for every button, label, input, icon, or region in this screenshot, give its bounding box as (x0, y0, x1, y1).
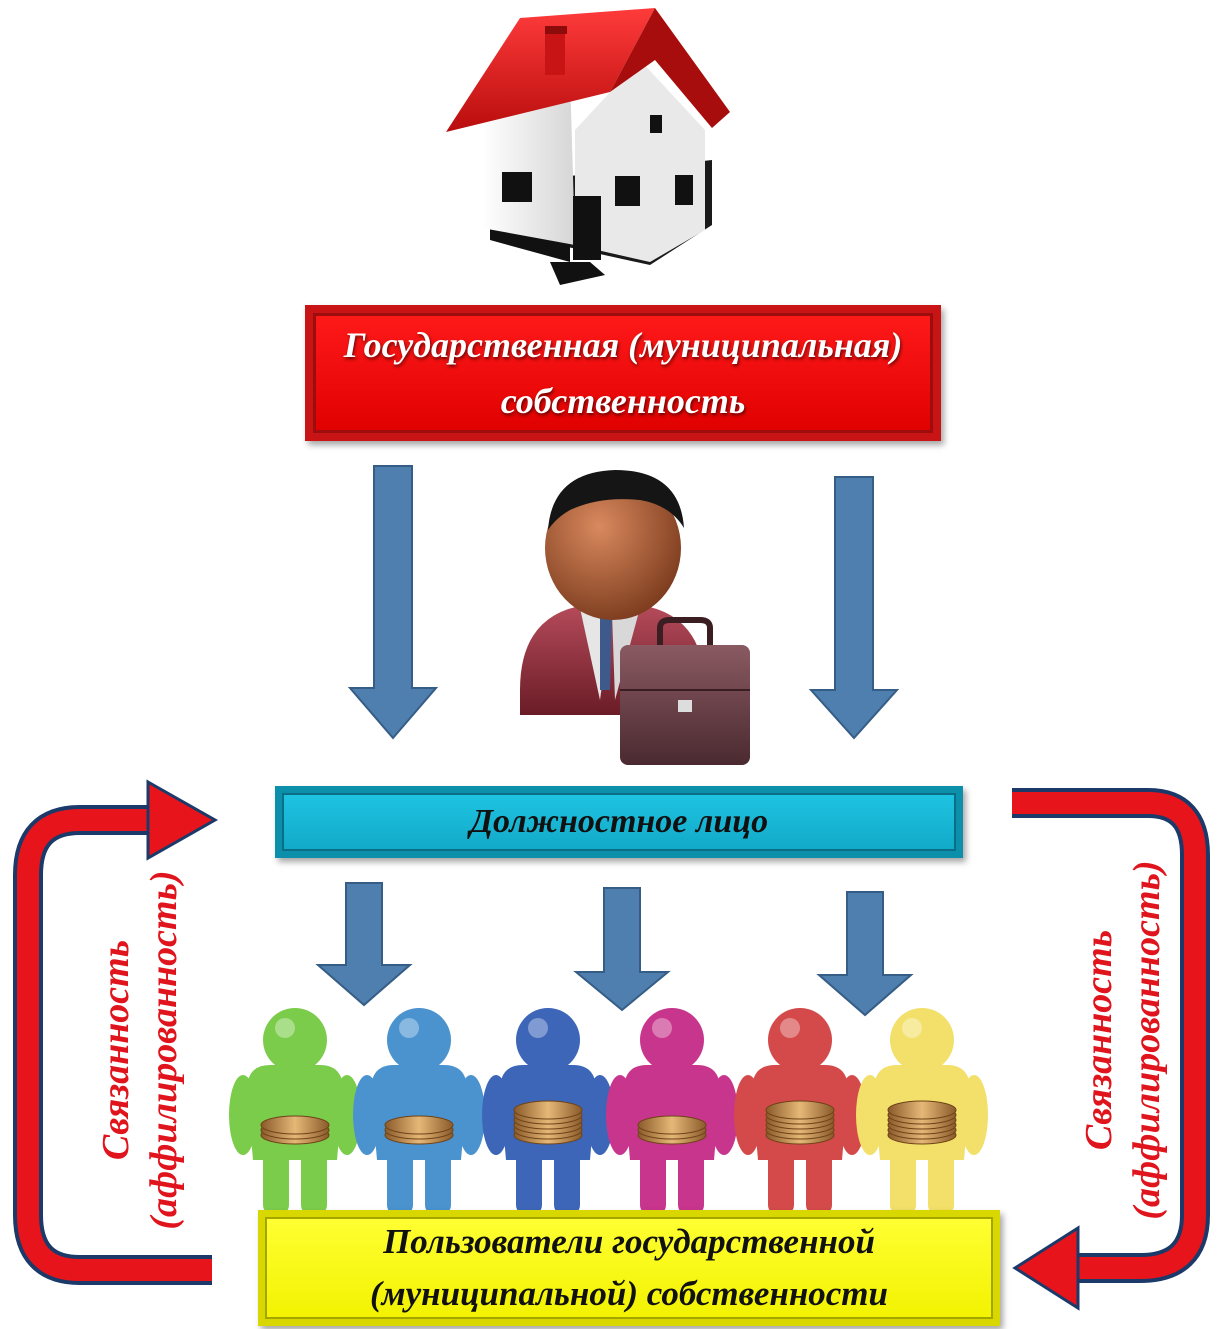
affiliation-arrow-left (13, 779, 219, 1285)
affiliation-right-line2: (аффилированность) (1126, 860, 1168, 1220)
affiliation-left-line2: (аффилированность) (143, 870, 185, 1230)
property-users-box: Пользователи государственной (муниципаль… (258, 1210, 1000, 1326)
flow-arrow-right (808, 476, 900, 740)
person-with-coins-icon (482, 1008, 614, 1215)
property-users-label-line1: Пользователи государственной (383, 1222, 875, 1261)
affiliation-left-line1: Связанность (95, 939, 137, 1161)
affiliation-right-line1: Связанность (1078, 929, 1120, 1151)
person-with-coins-icon (353, 1008, 485, 1215)
house-icon (446, 8, 730, 285)
official-person-icon (520, 470, 750, 765)
affiliation-label-right: Связанность (аффилированность) (1075, 780, 1175, 1300)
state-property-box: Государственная (муниципальная) собствен… (305, 305, 941, 441)
coins-people-icons (229, 1008, 988, 1215)
affiliation-label-left: Связанность (аффилированность) (92, 790, 192, 1310)
flow-arrow-bottom-right (816, 891, 914, 1017)
property-users-label-line2: (муниципальной) собственности (370, 1274, 888, 1313)
official-box: Должностное лицо (275, 786, 963, 858)
flow-arrow-left (347, 465, 439, 740)
flow-arrow-bottom-left (315, 882, 413, 1007)
person-with-coins-icon (229, 1008, 361, 1215)
official-label: Должностное лицо (469, 803, 769, 840)
person-with-coins-icon (856, 1008, 988, 1215)
person-with-coins-icon (606, 1008, 738, 1215)
affiliation-arrow-right (1012, 788, 1210, 1311)
flow-arrow-bottom-center (573, 887, 671, 1012)
person-with-coins-icon (734, 1008, 866, 1215)
state-property-label: Государственная (муниципальная) собствен… (343, 325, 903, 421)
